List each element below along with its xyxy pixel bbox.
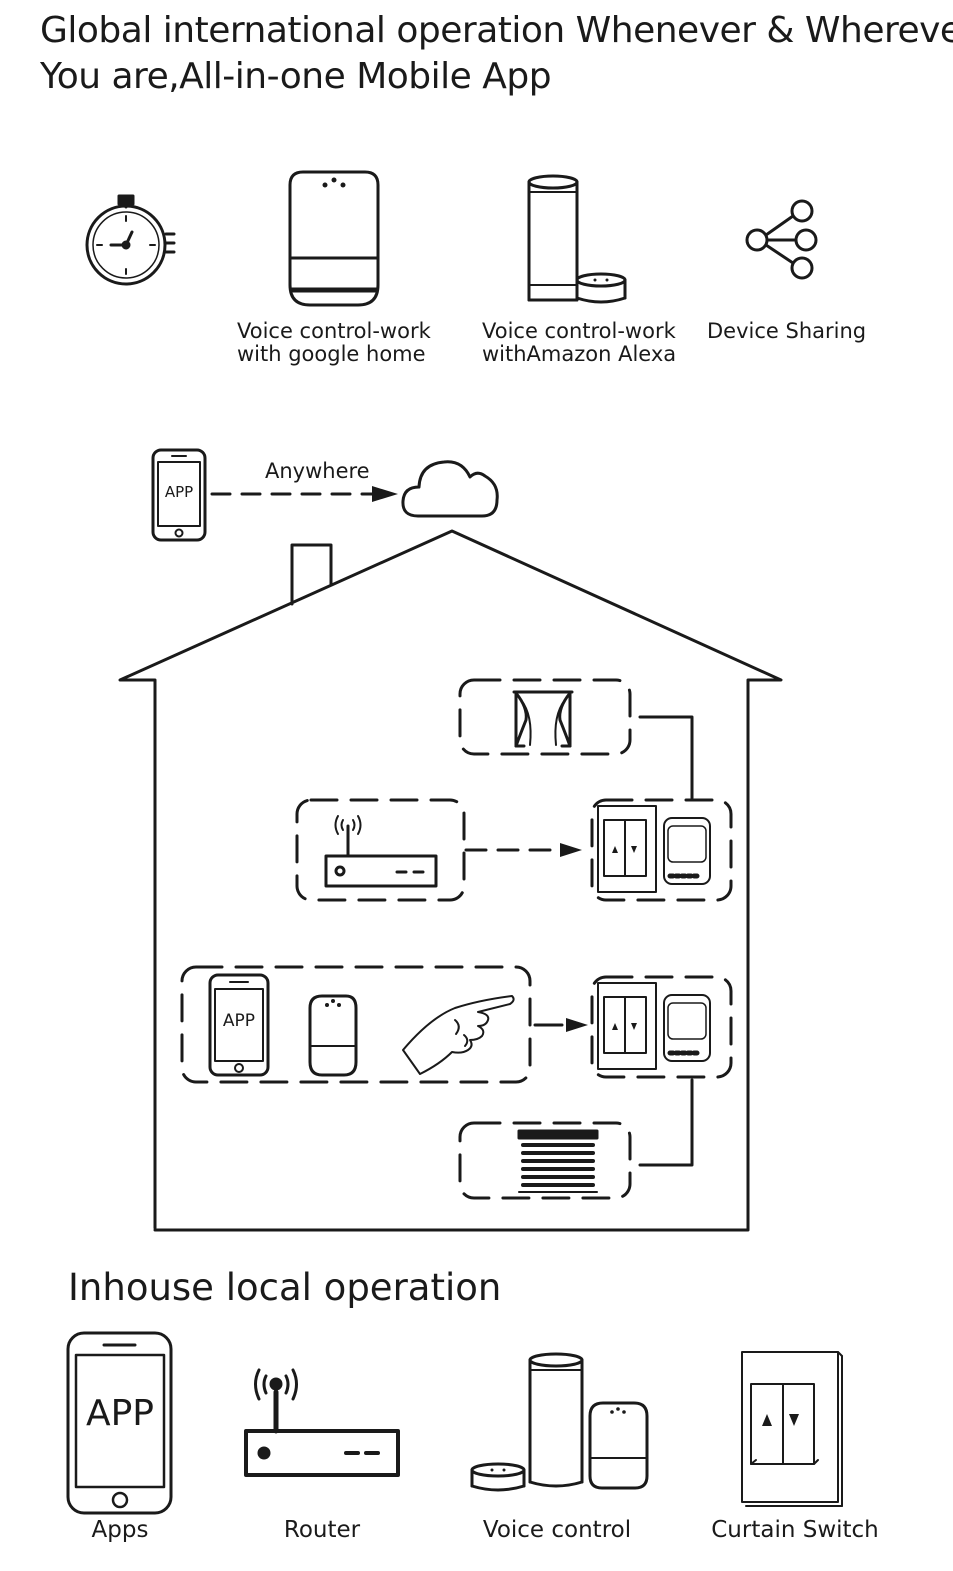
blinds-connector bbox=[638, 1078, 694, 1167]
router-device-box bbox=[295, 798, 466, 902]
stopwatch-icon bbox=[85, 194, 176, 286]
bottom-label-curtain-switch: Curtain Switch bbox=[711, 1517, 879, 1543]
bottom-label-voice-control: Voice control bbox=[482, 1517, 632, 1543]
anywhere-arrow bbox=[210, 486, 398, 502]
remote-phone-icon bbox=[151, 448, 207, 542]
bottom-phone-screen-text: APP bbox=[85, 1393, 155, 1434]
feature-device-sharing-line1: Device Sharing bbox=[707, 319, 867, 343]
router-icon bbox=[244, 1368, 400, 1477]
page-title: Global international operation Whenever … bbox=[40, 8, 953, 100]
share-icon bbox=[745, 199, 818, 280]
curtain-device-box bbox=[458, 678, 632, 756]
curtain-switch-icon bbox=[741, 1351, 843, 1507]
feature-alexa-line2: withAmazon Alexa bbox=[482, 342, 677, 366]
phone-icon bbox=[66, 1331, 173, 1515]
inhouse-phone-label: APP bbox=[222, 1011, 256, 1031]
house-outline bbox=[118, 529, 783, 1232]
section-title: Inhouse local operation bbox=[68, 1266, 502, 1309]
feature-google-home-line1: Voice control-work bbox=[237, 319, 431, 343]
bottom-label-apps: Apps bbox=[91, 1517, 149, 1543]
curtain-connector bbox=[638, 715, 694, 800]
cloud-icon bbox=[401, 460, 499, 518]
feature-google-home-label: Voice control-work with google home bbox=[237, 320, 431, 366]
amazon-alexa-speaker-icon bbox=[527, 174, 627, 304]
title-line-1: Global international operation Whenever … bbox=[40, 10, 953, 51]
google-home-speaker-icon bbox=[288, 170, 380, 307]
control-to-switch-arrow bbox=[533, 1018, 588, 1032]
voice-speakers-icon bbox=[470, 1352, 649, 1492]
blinds-device-box bbox=[458, 1121, 632, 1200]
feature-alexa-label: Voice control-work withAmazon Alexa bbox=[482, 320, 676, 366]
feature-device-sharing-label: Device Sharing bbox=[707, 320, 866, 343]
switch-module-box-1 bbox=[590, 798, 733, 902]
feature-google-home-line2: with google home bbox=[237, 342, 426, 366]
router-to-switch-arrow bbox=[464, 843, 582, 857]
anywhere-label: Anywhere bbox=[265, 459, 370, 483]
feature-alexa-line1: Voice control-work bbox=[482, 319, 676, 343]
title-line-2: You are,All-in-one Mobile App bbox=[40, 56, 552, 97]
inhouse-control-box bbox=[180, 965, 532, 1084]
switch-module-box-2 bbox=[590, 975, 733, 1079]
remote-phone-label: APP bbox=[164, 483, 194, 501]
bottom-label-router: Router bbox=[283, 1517, 361, 1543]
